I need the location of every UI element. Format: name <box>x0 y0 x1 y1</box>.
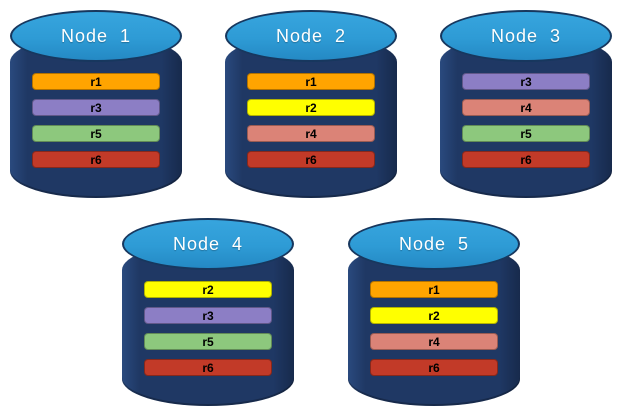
replica-bar: r4 <box>370 333 498 350</box>
node-3-replica-list: r3 r4 r5 r6 <box>462 73 590 168</box>
node-2-cylinder-body <box>225 35 397 198</box>
replica-bar: r4 <box>247 125 375 142</box>
node-3-title: Node 3 <box>490 25 562 46</box>
node-5-cylinder-top: Node 5 <box>348 218 520 270</box>
node-1-title: Node 1 <box>60 25 132 46</box>
node-3-cylinder: Node 3 r3 r4 r5 r6 <box>440 10 612 198</box>
node-5-cylinder-body <box>348 243 520 406</box>
replica-bar: r1 <box>32 73 160 90</box>
node-1-cylinder: Node 1 r1 r3 r5 r6 <box>10 10 182 198</box>
node-2-title: Node 2 <box>275 25 347 46</box>
replica-bar: r2 <box>247 99 375 116</box>
node-1-replica-list: r1 r3 r5 r6 <box>32 73 160 168</box>
node-2-cylinder: Node 2 r1 r2 r4 r6 <box>225 10 397 198</box>
node-2-cylinder-top: Node 2 <box>225 10 397 62</box>
replica-bar: r5 <box>144 333 272 350</box>
node-1-cylinder-top: Node 1 <box>10 10 182 62</box>
node-5-replica-list: r1 r2 r4 r6 <box>370 281 498 376</box>
node-3-cylinder-body <box>440 35 612 198</box>
replica-bar: r6 <box>370 359 498 376</box>
replica-bar: r6 <box>144 359 272 376</box>
replica-bar: r6 <box>462 151 590 168</box>
node-5-cylinder: Node 5 r1 r2 r4 r6 <box>348 218 520 406</box>
replica-bar: r6 <box>247 151 375 168</box>
replica-bar: r5 <box>32 125 160 142</box>
replica-bar: r1 <box>370 281 498 298</box>
replica-bar: r3 <box>144 307 272 324</box>
replica-bar: r3 <box>462 73 590 90</box>
node-4-cylinder: Node 4 r2 r3 r5 r6 <box>122 218 294 406</box>
node-4-cylinder-body <box>122 243 294 406</box>
replica-bar: r3 <box>32 99 160 116</box>
bottom-row: Node 4 r2 r3 r5 r6 Node 5 r1 r2 r4 r6 <box>122 218 636 406</box>
replica-bar: r2 <box>370 307 498 324</box>
replica-bar: r4 <box>462 99 590 116</box>
top-row: Node 1 r1 r3 r5 r6 Node 2 r1 r2 r4 r6 <box>10 10 636 198</box>
node-4-replica-list: r2 r3 r5 r6 <box>144 281 272 376</box>
replica-bar: r5 <box>462 125 590 142</box>
node-4-cylinder-top: Node 4 <box>122 218 294 270</box>
node-3-cylinder-top: Node 3 <box>440 10 612 62</box>
node-4-title: Node 4 <box>172 233 244 254</box>
replica-bar: r6 <box>32 151 160 168</box>
replica-bar: r2 <box>144 281 272 298</box>
node-2-replica-list: r1 r2 r4 r6 <box>247 73 375 168</box>
node-5-title: Node 5 <box>398 233 470 254</box>
replica-bar: r1 <box>247 73 375 90</box>
node-1-cylinder-body <box>10 35 182 198</box>
